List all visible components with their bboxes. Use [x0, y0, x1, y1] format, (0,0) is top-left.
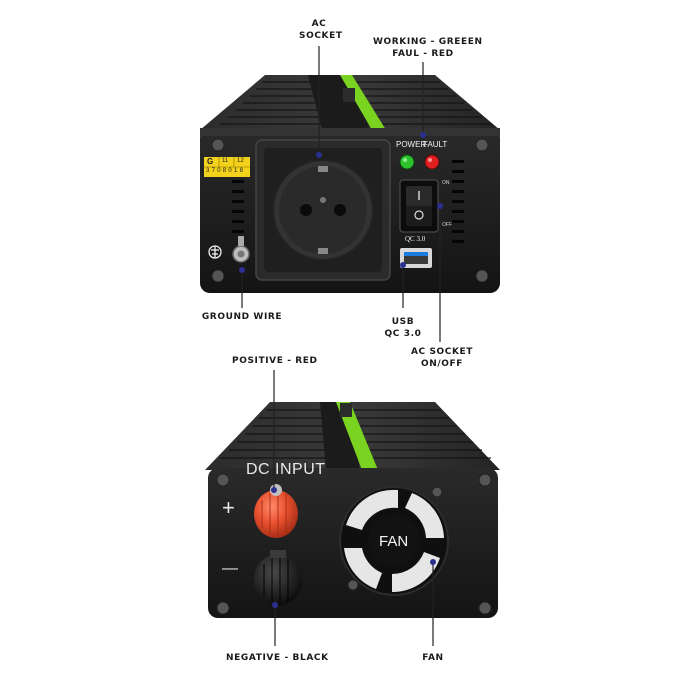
- callout-fan: FAN: [422, 653, 444, 663]
- ground-terminal: [232, 236, 250, 263]
- callout-usb: USB QC 3.0: [383, 316, 423, 340]
- plus-sign: +: [222, 495, 235, 520]
- switch-off-marking: OFF: [442, 222, 452, 228]
- callout-ac-switch: AC SOCKET ON/OFF: [410, 346, 474, 370]
- status-leds: [399, 154, 440, 170]
- positive-terminal: [254, 484, 298, 538]
- sticker-12: 12: [237, 158, 244, 164]
- qc-port-label: QC 3.0: [405, 235, 426, 243]
- ground-symbol-icon: [208, 245, 222, 259]
- sticker-g: G: [207, 157, 214, 166]
- callout-fault-red: FAUL - RED: [392, 49, 454, 59]
- callout-ac-socket-line1: AC: [311, 19, 327, 29]
- fault-led-label: FAULT: [423, 140, 448, 149]
- callout-ground-wire: GROUND WIRE: [201, 312, 283, 322]
- sticker-11: 11: [222, 158, 229, 164]
- switch-on-marking: ON: [442, 180, 450, 186]
- minus-sign: —: [222, 560, 238, 577]
- fan-grille-icon: [339, 486, 449, 596]
- callout-working-green: WORKING - GREEEN: [373, 37, 483, 47]
- callout-positive: POSITIVE - RED: [232, 356, 318, 366]
- power-led-label: POWER: [396, 140, 427, 149]
- callout-ac-switch-line1: AC SOCKET: [410, 347, 474, 357]
- callout-ac-socket: AC SOCKET: [299, 18, 343, 42]
- rating-sticker: [204, 157, 250, 177]
- callout-negative: NEGATIVE - BLACK: [226, 653, 329, 663]
- callout-lines: [241, 46, 441, 646]
- negative-terminal: [254, 550, 302, 606]
- usb-port-icon: [400, 248, 432, 268]
- inverter-ac-side: [200, 75, 500, 293]
- callout-usb-line1: USB: [391, 317, 415, 327]
- callout-usb-line2: QC 3.0: [384, 329, 422, 339]
- callout-dots: [239, 132, 443, 608]
- callout-ac-switch-line2: ON/OFF: [420, 359, 464, 369]
- sticker-digits: 3 7 0 8 0 1 8: [206, 168, 244, 174]
- dc-input-label: DC INPUT: [246, 461, 326, 478]
- rocker-switch-icon: [399, 179, 439, 233]
- fan-panel-label: FAN: [379, 533, 409, 550]
- callout-status-leds: WORKING - GREEEN FAUL - RED: [373, 36, 483, 60]
- callout-ac-socket-line2: SOCKET: [299, 31, 343, 41]
